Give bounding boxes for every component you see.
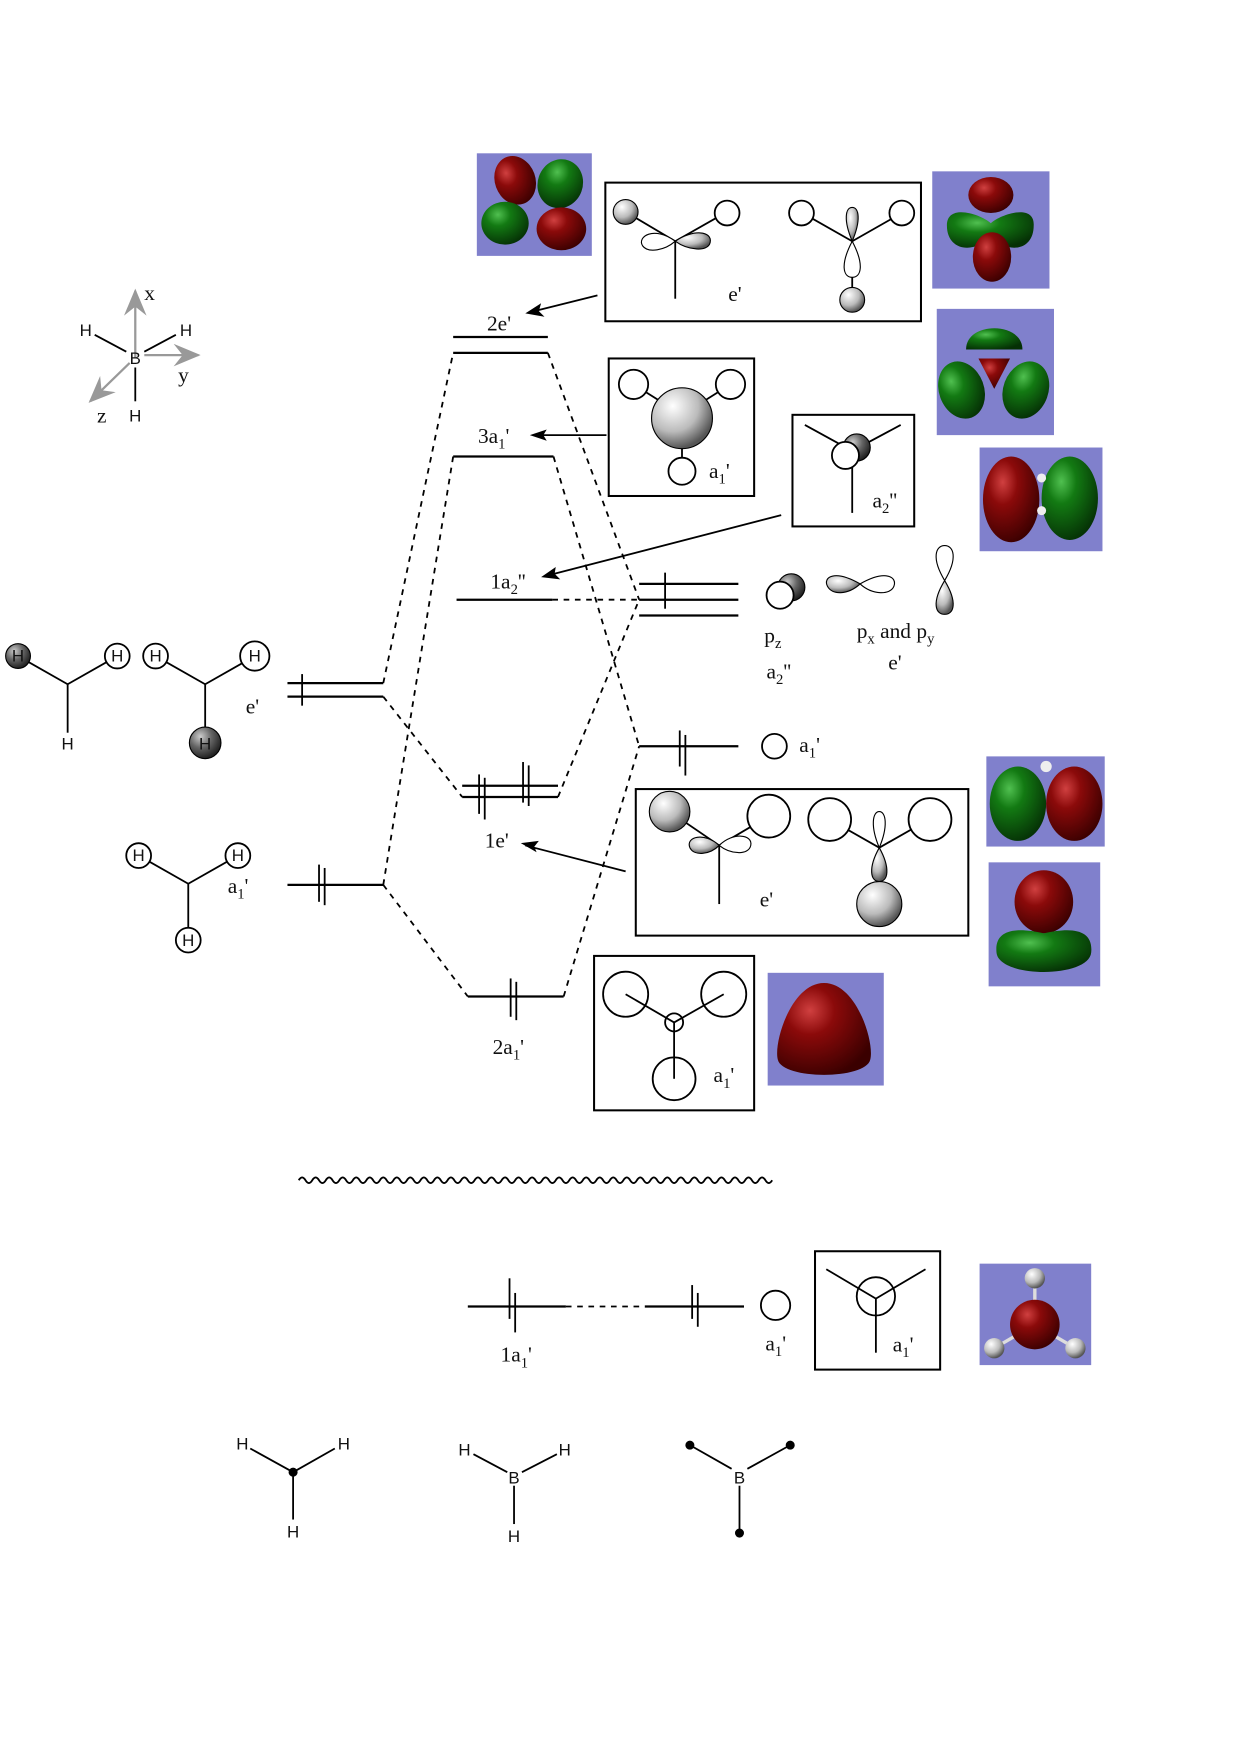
axis-label-y: y [178,363,189,387]
1s-orbital-icon [760,1289,792,1321]
render-1a2 [979,447,1103,552]
render-1e-b [988,862,1101,987]
h-label: H [287,1523,299,1542]
pz-label: pz [764,624,782,653]
h3-a1-orbital: H H H [125,842,252,954]
boron-fragment-orbitals: pz a2'' px and py e' a1' a1' [639,545,954,1360]
energy-axis-break [297,1176,773,1184]
arrow-to-1e [525,844,626,873]
arrow-to-1a2 [545,514,782,577]
h-atom: H [249,647,261,666]
px-orbital-icon [825,575,896,594]
label-2e: 2e' [487,311,511,335]
h-atom: H [12,647,24,666]
axis-label-z: z [97,404,107,428]
label-1e: 1e' [485,829,509,853]
box-3a1-orbitals: a1' [607,357,756,498]
render-2e-b [932,171,1050,289]
py-orbital-icon [935,545,954,615]
1s-symmetry-label: a1' [765,1331,786,1360]
b-framework-structure: B [685,1440,795,1538]
axis-h-left: H [80,321,92,340]
h-atom: H [111,647,123,666]
2s-symmetry-label: a1' [799,733,820,762]
box-2a1-label: a1' [714,1063,735,1092]
axis-label-x: x [144,281,155,305]
h3-structure: H H H [236,1435,350,1542]
h-atom: H [149,647,161,666]
render-3a1 [936,308,1054,436]
render-1e-a [986,756,1105,847]
h3-e-orbital-2: H H H [142,640,271,760]
b-label: B [734,1468,745,1487]
h3-e-orbital-1: H H H [5,642,131,754]
label-3a1: 3a1' [478,424,509,453]
pointer-arrows [520,294,782,873]
pxpy-symmetry-label: e' [888,651,901,675]
h-atom: H [199,735,211,754]
h3-fragment-orbitals: H H H H H H e' H H H a1' [5,640,384,954]
axis-h-right: H [180,321,192,340]
render-2e-a [476,153,592,256]
box-1a2-orbitals: a2'' [791,413,916,528]
box-3a1-label: a1' [709,459,730,488]
correlation-lines [382,352,641,998]
mo-levels: 2e' 3a1' 1a2'' 1e' 2a1' 1a1' [453,311,744,1371]
render-1a1 [979,1263,1092,1366]
h-label: H [458,1440,470,1459]
pz-symmetry-label: a2'' [767,660,792,689]
label-2a1: 2a1' [493,1035,524,1064]
axis-h-bottom: H [129,407,141,426]
pz-orbital-icon [765,573,806,610]
h-label: H [236,1435,248,1454]
coordinate-axes: B H H H x y z [80,281,201,428]
arrow-to-2e [529,294,598,314]
h-atom: H [232,846,244,865]
h-atom: H [62,735,74,754]
s-orbital-icon [761,732,788,760]
h3-e-label: e' [246,695,259,719]
box-2e-orbitals: e' [604,181,922,323]
pxpy-label: px and py [857,619,935,648]
z-axis-arrow [88,362,131,403]
h-label: H [559,1440,571,1459]
label-1a1: 1a1' [501,1343,532,1372]
h-label: H [508,1527,520,1546]
box-1e-label: e' [760,887,773,911]
label-1a2: 1a2'' [490,569,525,598]
h-atom: H [182,931,194,950]
render-2a1 [767,972,884,1086]
box-1e-orbitals: e' [634,788,970,937]
box-1a2-label: a2'' [873,488,898,517]
h-atom: H [133,846,145,865]
axis-boron: B [130,349,141,368]
bh3-structure: B H H H [458,1440,571,1546]
b-label: B [508,1468,519,1487]
box-2e-label: e' [728,282,741,306]
box-1a1-label: a1' [893,1333,914,1362]
box-2a1-orbitals: a1' [593,954,756,1112]
h3-a1-label: a1' [228,874,249,903]
box-1a1-orbitals: a1' [813,1250,942,1371]
h-label: H [338,1435,350,1454]
